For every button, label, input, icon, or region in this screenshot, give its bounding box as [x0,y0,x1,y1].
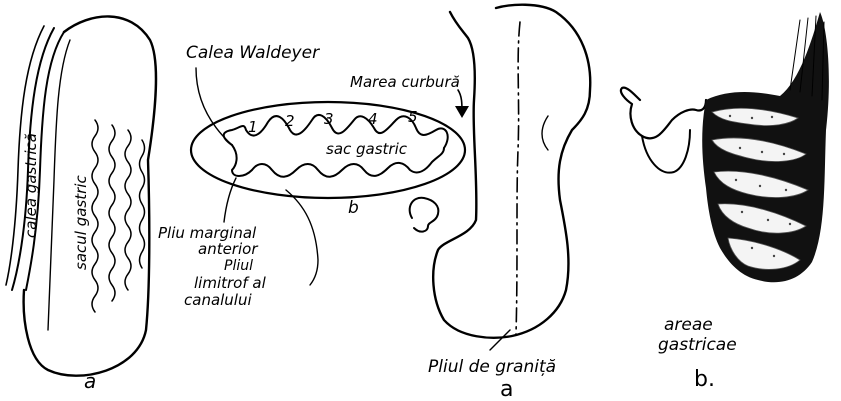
canal-fold-pointer [286,190,318,285]
ruga-4 [140,140,145,268]
caption-panel-1: a [84,369,96,393]
ruga-2 [109,125,115,301]
caption-panel-3: a [500,377,513,401]
fold-number-4: 4 [368,110,378,128]
ruga-1 [92,120,98,312]
label-canal-fold-line1: Pliul [224,258,253,274]
border-fold-line [516,22,520,334]
small-fold-shape [410,198,439,232]
caption-panel-4: b. [694,367,715,392]
label-areae-line2: gastricae [658,335,737,355]
panel-border-fold: Pliul de graniță a [410,5,591,401]
fold-number-2: 2 [285,112,295,130]
label-anterior-fold-line2: anterior [198,240,258,258]
fold-number-5: 5 [408,108,418,126]
label-canal-fold-line2: limitrof al [194,274,267,292]
border-fold-pointer [490,330,510,350]
label-areae-line1: areae [664,315,713,335]
panel-areae-gastricae: areae gastricae b. [621,12,829,392]
areae-stomach-outline [621,88,706,139]
fold-number-1: 1 [248,118,258,136]
greater-curvature-arrowhead [455,106,469,118]
ruga-3 [125,130,131,290]
label-border-fold: Pliul de graniță [428,357,556,377]
label-gastric-sac: sacul gastric [72,175,90,270]
label-waldeyer-way: Calea Waldeyer [186,43,320,63]
areae-duodenum-curve [642,130,690,173]
label-greater-curvature: Marea curbură [350,73,460,91]
gastric-way-inner-line [48,40,70,330]
label-sac-gastric: sac gastric [326,140,408,158]
stomach-outline-middle [433,5,590,338]
waldeyer-pointer [196,68,232,145]
panel-cross-section: Calea Waldeyer Marea curbură 1 2 3 4 5 s… [158,43,469,309]
caption-panel-2: b [348,198,359,218]
fold-number-3: 3 [324,110,334,128]
label-gastric-way: calea gastrică [22,133,40,238]
middle-inner-curve [542,116,548,150]
label-canal-fold-line3: canalului [184,291,252,309]
panel-gastric-way: calea gastrică sacul gastric a [6,16,156,393]
